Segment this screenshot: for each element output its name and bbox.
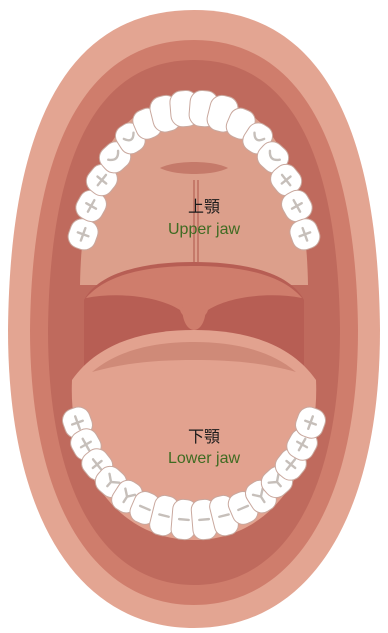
lower-jaw-label-jp: 下顎: [188, 427, 220, 446]
upper-jaw-label-jp: 上顎: [188, 197, 220, 216]
lower-jaw-label-en: Lower jaw: [168, 450, 240, 467]
upper-jaw-label-en: Upper jaw: [168, 221, 240, 238]
